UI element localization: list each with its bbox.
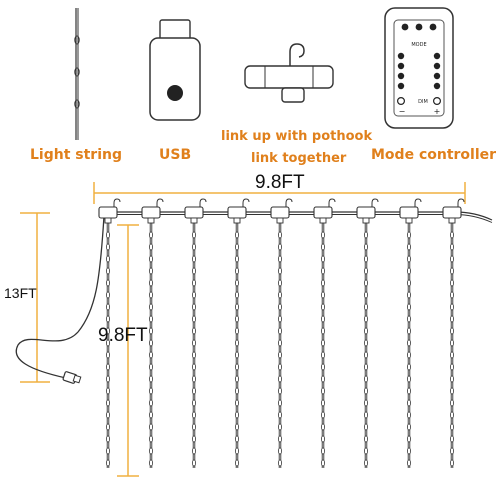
remote-right-button-1 (433, 52, 441, 60)
pothook-connector-icon (244, 43, 334, 103)
usb-cable-plug-icon (62, 371, 82, 384)
light-strands (98, 198, 465, 468)
usb-label: USB (159, 147, 192, 163)
light-string-label: Light string (30, 147, 122, 163)
remote-left-button-3 (397, 72, 405, 80)
pothook-label-line1: link up with pothook (221, 129, 373, 144)
remote-left-button-4 (397, 82, 405, 90)
light-string-sample (74, 8, 80, 140)
remote-right-button-2 (433, 62, 441, 70)
width-dimension-label: 9.8FT (255, 172, 305, 193)
cable-dimension-label: 13FT (4, 285, 37, 301)
strand-7 (356, 198, 379, 468)
strand-5 (270, 198, 293, 468)
remote-dim-label: DIM (418, 99, 428, 105)
remote-plus-label: + (434, 107, 441, 116)
remote-minus-label: − (399, 107, 406, 116)
remote-left-button-1 (397, 52, 405, 60)
remote-top-button-2 (415, 23, 423, 31)
remote-timer-button (433, 96, 442, 105)
usb-cable (15, 215, 105, 379)
remote-power-button (397, 96, 406, 105)
strand-6 (313, 198, 336, 468)
mode-controller-label: Mode controller (371, 147, 497, 163)
strand-1 (98, 198, 121, 468)
remote-mode-label: MODE (411, 42, 426, 48)
remote-left-button-2 (397, 62, 405, 70)
remote-right-button-4 (433, 82, 441, 90)
drop-dimension-line (117, 224, 139, 477)
remote-button-grid (397, 23, 442, 105)
strand-8 (399, 198, 422, 468)
drop-dimension-label: 9.8FT (98, 325, 148, 346)
usb-plug-icon (149, 19, 201, 121)
strand-3 (184, 198, 207, 468)
strand-4 (227, 198, 250, 468)
strand-2 (141, 198, 164, 468)
width-dimension-line (93, 182, 466, 204)
remote-top-button-3 (429, 23, 437, 31)
remote-top-button-1 (401, 23, 409, 31)
strand-9 (442, 198, 465, 468)
pothook-label-line2: link together (251, 151, 347, 166)
remote-right-button-3 (433, 72, 441, 80)
mode-controller-remote: MODE DIM − + (384, 7, 454, 129)
cable-dimension-line (20, 212, 50, 383)
